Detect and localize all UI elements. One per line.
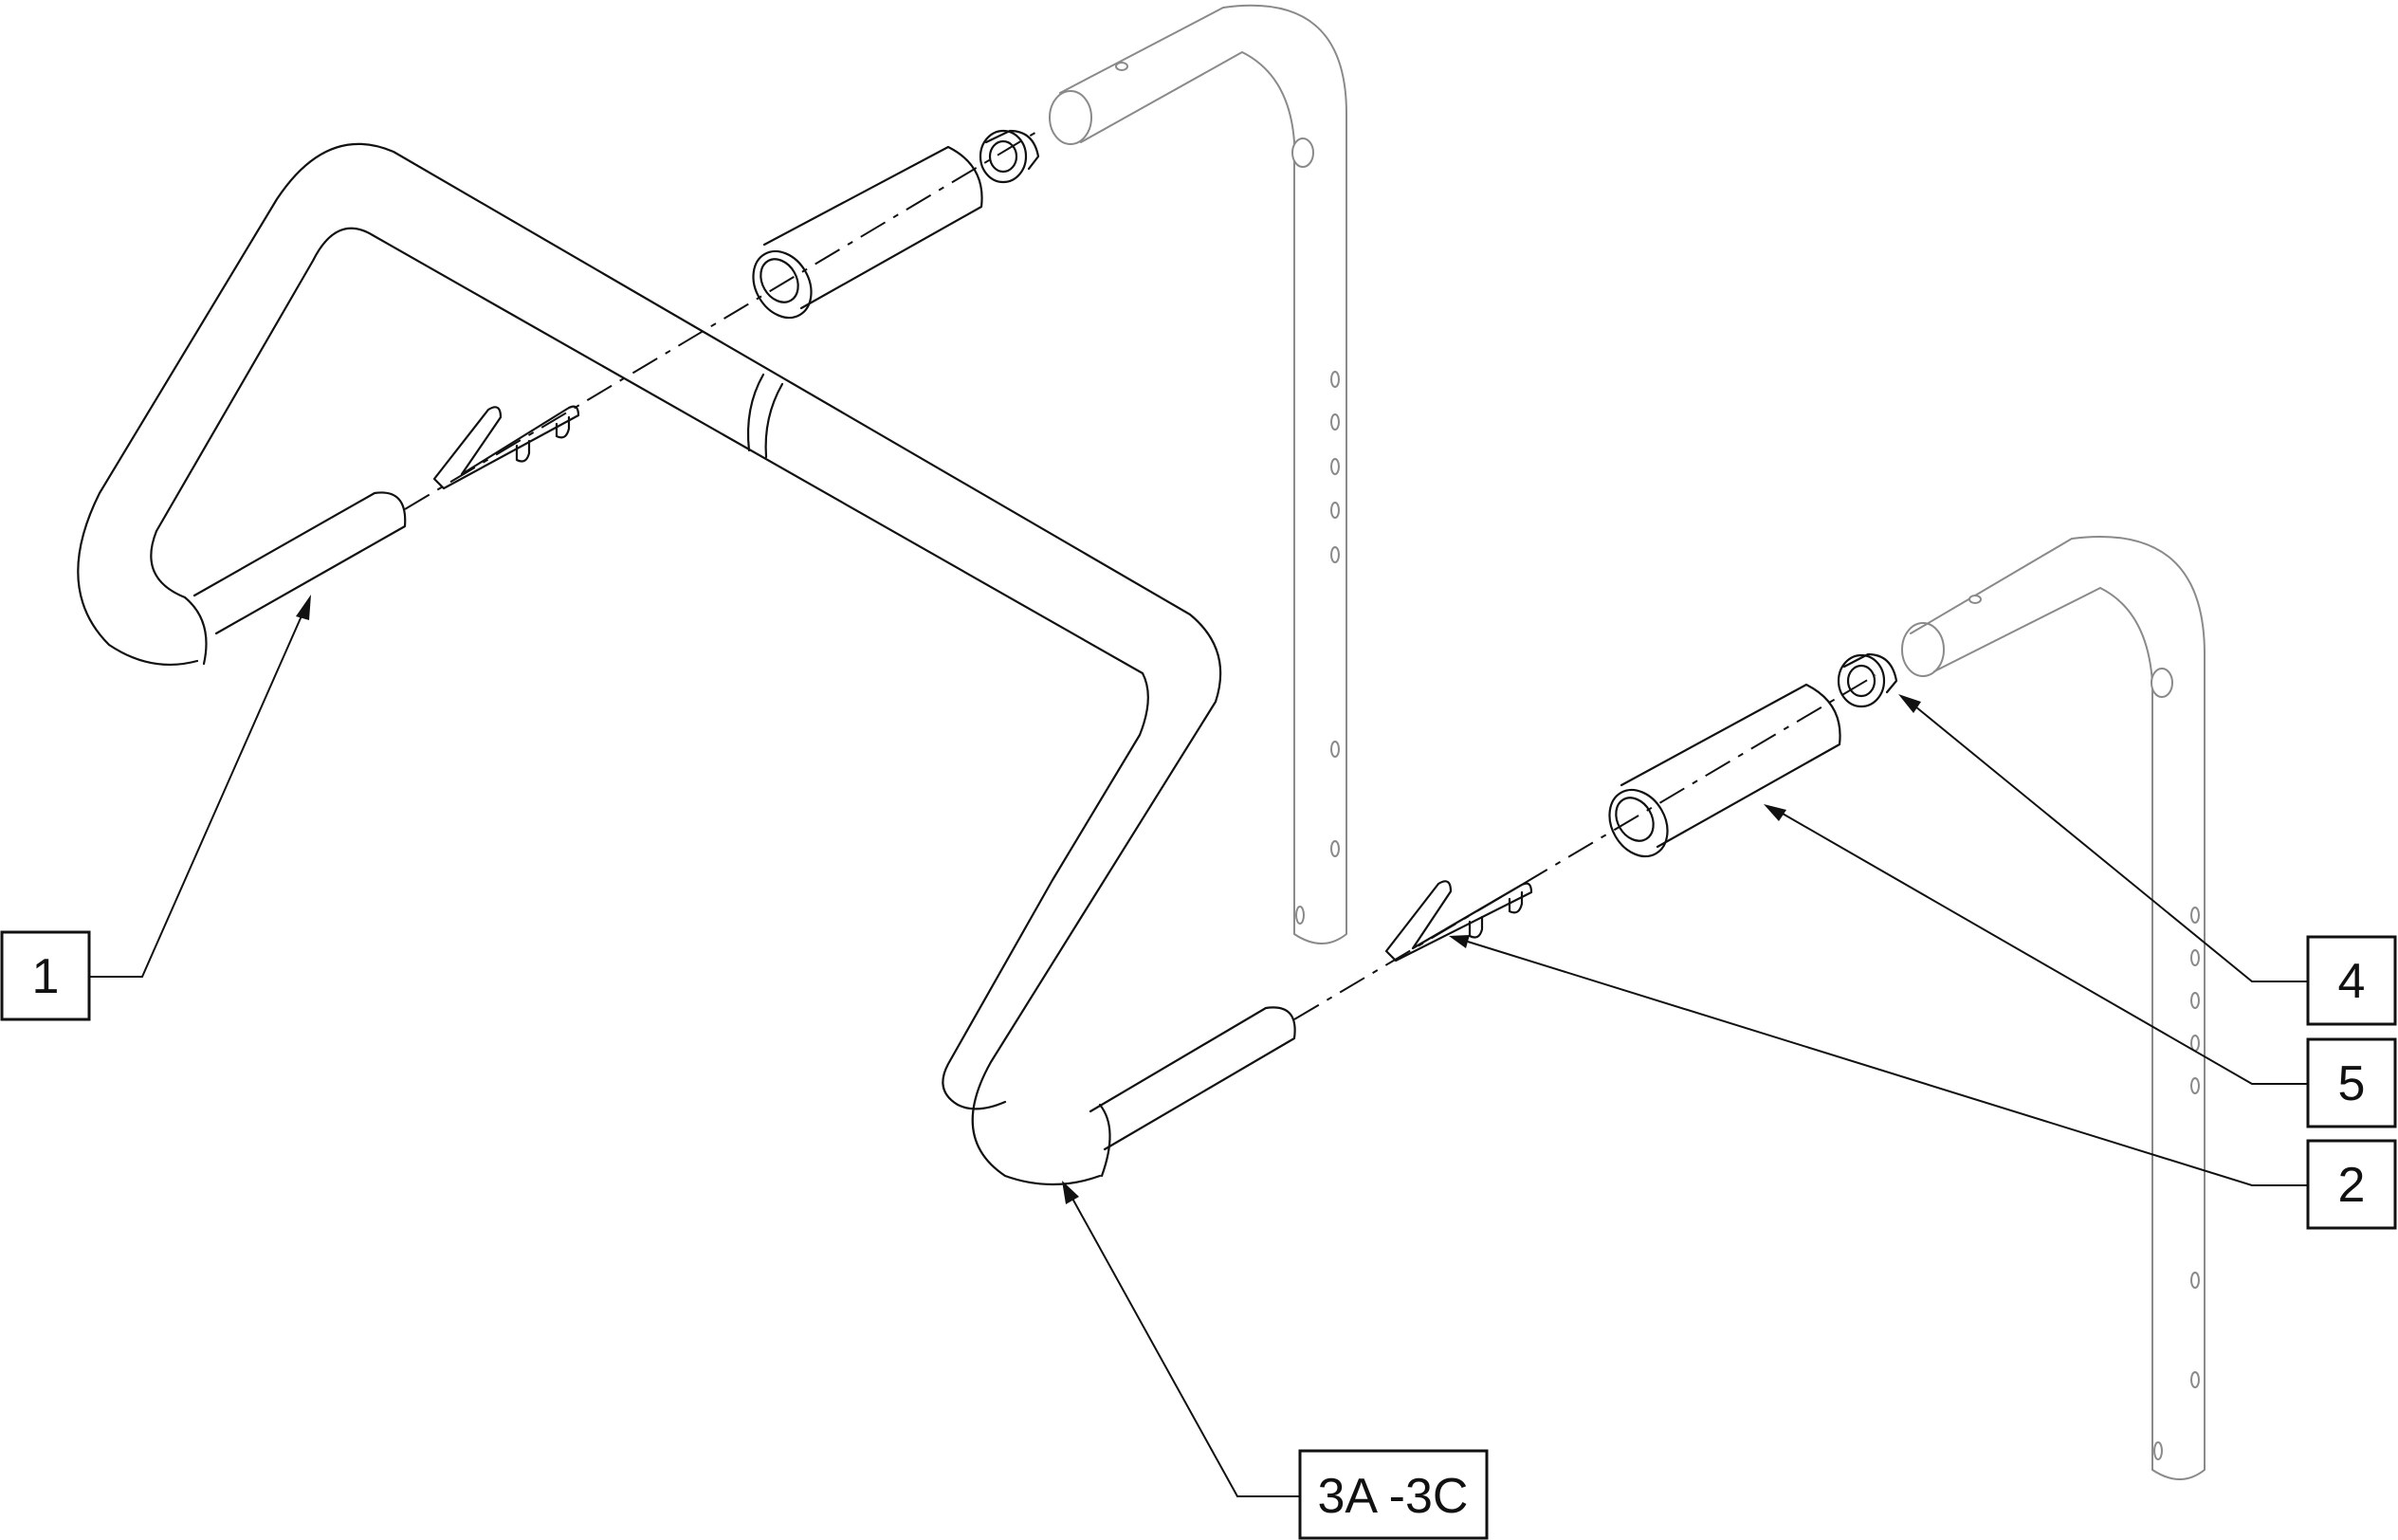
callout-3: 3A -3C xyxy=(1298,1449,1489,1540)
callout-1: 1 xyxy=(0,930,91,1021)
callout-5: 5 xyxy=(2306,1037,2397,1128)
leader-1 xyxy=(90,595,311,978)
callout-3-label: 3A -3C xyxy=(1318,1469,1469,1524)
left-foot-tube xyxy=(192,491,407,635)
right-bushing xyxy=(1837,652,1898,708)
callout-1-label: 1 xyxy=(32,949,60,1004)
right-sleeve-tube xyxy=(1608,683,1841,858)
centre-line-right xyxy=(1293,674,1876,1020)
callout-4: 4 xyxy=(2306,935,2397,1026)
right-clip-part xyxy=(1384,880,1533,962)
left-bushing xyxy=(979,129,1040,184)
leader-2 xyxy=(1449,935,2307,1186)
callout-2-label: 2 xyxy=(2338,1158,2366,1213)
leader-3 xyxy=(1062,1181,1299,1497)
left-clip-part xyxy=(432,405,580,490)
callout-2: 2 xyxy=(2306,1139,2397,1230)
frame-upright-right xyxy=(1901,535,2206,1480)
callout-4-label: 4 xyxy=(2338,954,2366,1009)
right-foot-tube xyxy=(1089,1006,1296,1151)
centre-line-left xyxy=(404,127,1044,510)
main-bar xyxy=(77,142,1222,1186)
leader-4 xyxy=(1898,694,2307,982)
callout-5-label: 5 xyxy=(2338,1056,2366,1111)
leader-5 xyxy=(1764,804,2307,1085)
frame-upright-left xyxy=(1049,4,1347,944)
left-sleeve-tube xyxy=(752,145,983,320)
